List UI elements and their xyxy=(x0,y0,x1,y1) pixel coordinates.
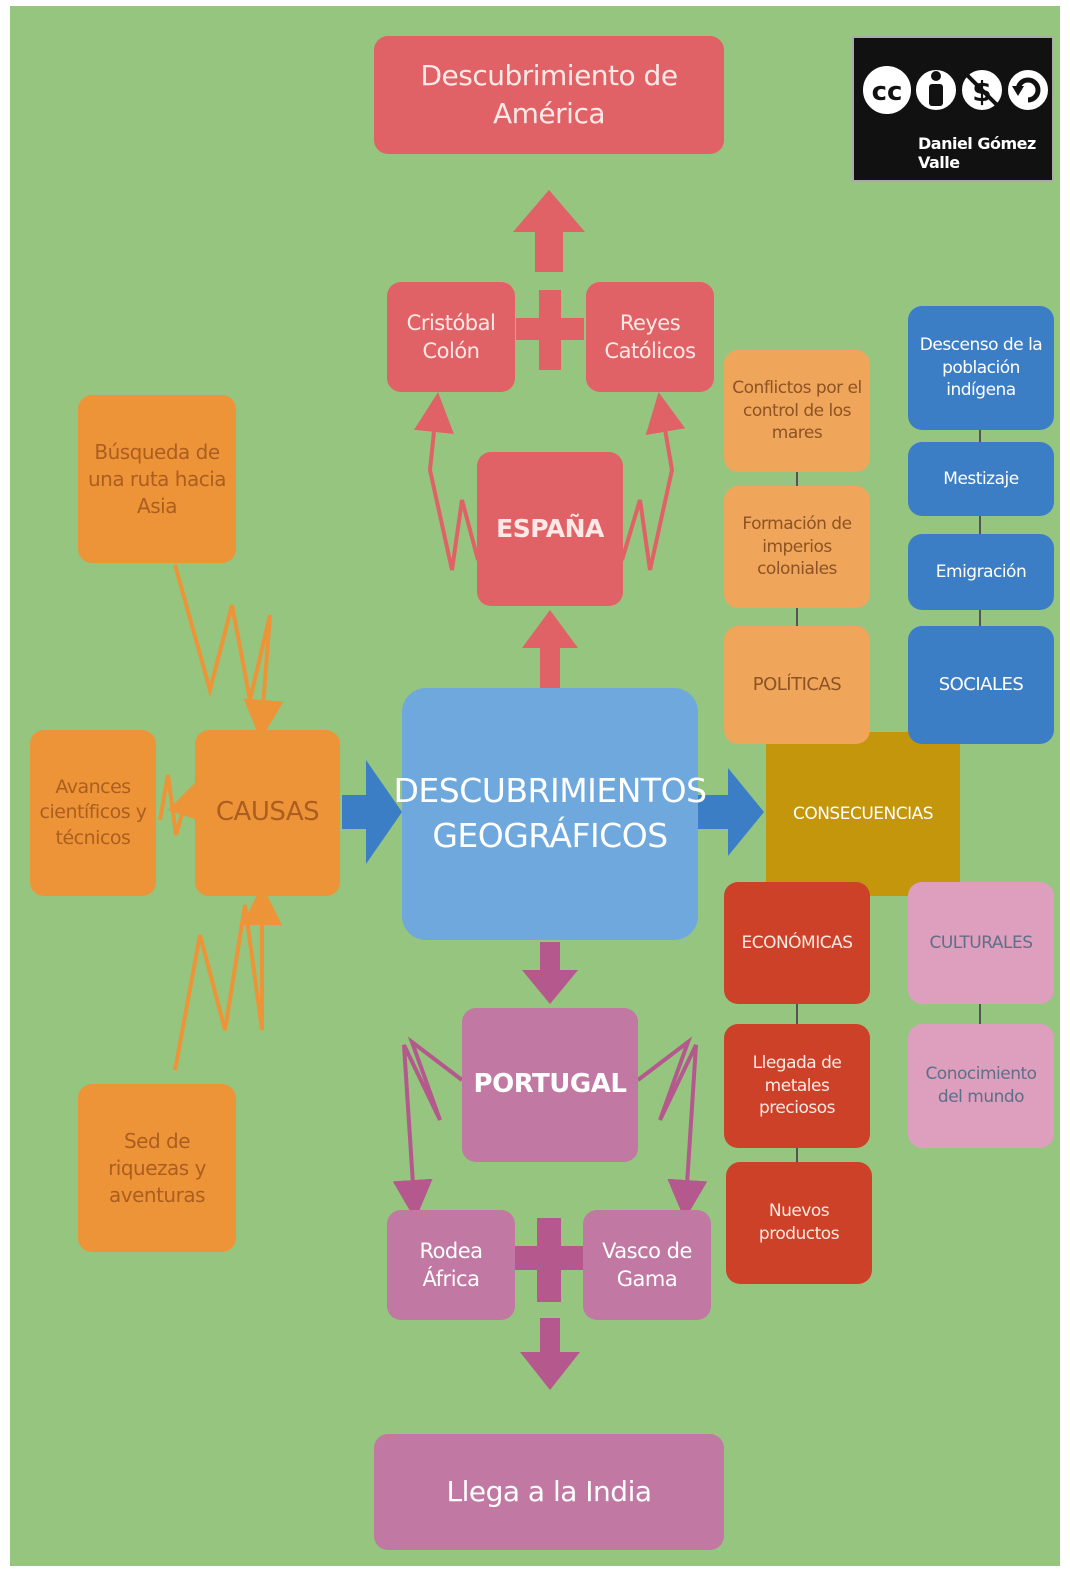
arrow-center-to-espana xyxy=(522,610,578,689)
license-author: Daniel Gómez Valle xyxy=(918,134,1036,172)
node-causa-avances: Avances científicos y técnicos xyxy=(30,730,156,896)
node-causa-ruta-asia: Búsqueda de una ruta hacia Asia xyxy=(78,395,236,563)
arrow-center-to-portugal xyxy=(522,942,578,1004)
node-descubrimiento-america: Descubrimiento de América xyxy=(374,36,724,154)
by-icon xyxy=(912,66,960,114)
node-soc-mestizaje: Mestizaje xyxy=(908,442,1054,516)
node-cul-conocimiento: Conocimiento del mundo xyxy=(908,1024,1054,1148)
plus-sign-portugal xyxy=(514,1218,584,1302)
node-rodea-africa: Rodea África xyxy=(387,1210,515,1320)
cc-icon: cc xyxy=(859,62,915,118)
arrow-causas-to-center xyxy=(342,760,402,864)
node-espana: ESPAÑA xyxy=(477,452,623,606)
arrow-center-to-consecuencias xyxy=(698,768,764,856)
zigzag-avances-causas xyxy=(158,774,211,836)
svg-text:cc: cc xyxy=(872,77,903,107)
node-economicas: ECONÓMICAS xyxy=(724,882,870,1004)
sa-icon xyxy=(1004,66,1052,114)
node-causa-sed: Sed de riquezas y aventuras xyxy=(78,1084,236,1252)
node-sociales: SOCIALES xyxy=(908,626,1054,744)
node-consecuencias: CONSECUENCIAS xyxy=(766,732,960,896)
node-soc-descenso: Descenso de la población indígena xyxy=(908,306,1054,430)
node-pol-conflictos: Conflictos por el control de los mares xyxy=(724,350,870,472)
creative-commons-badge: cc $ Daniel Gómez Valle xyxy=(852,36,1054,182)
nc-icon: $ xyxy=(958,66,1006,114)
zigzag-espana-colon xyxy=(414,392,480,571)
zigzag-sed-causas xyxy=(173,885,282,1071)
node-reyes-catolicos: Reyes Católicos xyxy=(586,282,714,392)
zigzag-portugal-vasco xyxy=(636,1036,708,1220)
plus-sign-spain xyxy=(516,290,584,370)
arrow-down-to-india xyxy=(520,1318,580,1390)
cc-license-icons: cc $ xyxy=(859,62,1052,118)
node-portugal: PORTUGAL xyxy=(462,1008,638,1162)
node-eco-productos: Nuevos productos xyxy=(726,1162,872,1284)
node-cristobal-colon: Cristóbal Colón xyxy=(387,282,515,392)
node-llega-india: Llega a la India xyxy=(374,1434,724,1550)
node-vasco-de-gama: Vasco de Gama xyxy=(583,1210,711,1320)
node-descubrimientos-geograficos: DESCUBRIMIENTOS GEOGRÁFICOS xyxy=(393,688,707,940)
zigzag-portugal-rodea xyxy=(392,1036,464,1220)
node-pol-imperios: Formación de imperios coloniales xyxy=(724,486,870,608)
zigzag-ruta-causas xyxy=(173,564,284,740)
node-culturales: CULTURALES xyxy=(908,882,1054,1004)
node-eco-metales: Llegada de metales preciosos xyxy=(724,1024,870,1148)
node-causas: CAUSAS xyxy=(195,730,340,896)
consequence-connectors xyxy=(796,430,981,1162)
arrow-up-to-america xyxy=(513,190,585,272)
node-soc-emigracion: Emigración xyxy=(908,534,1054,610)
node-politicas: POLÍTICAS xyxy=(724,626,870,744)
zigzag-espana-reyes xyxy=(620,392,686,571)
